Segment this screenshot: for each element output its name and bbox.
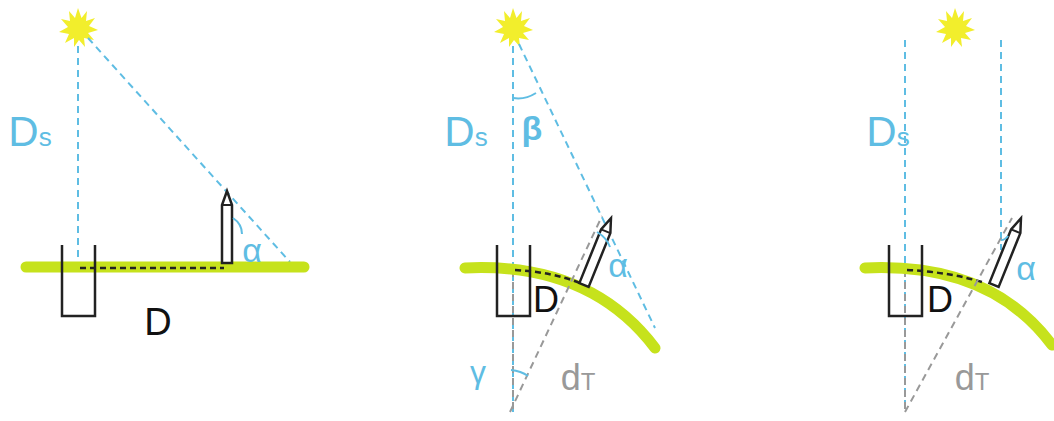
sun-icon	[494, 8, 533, 47]
distance-line	[80, 267, 224, 270]
angle-label: α	[1016, 251, 1036, 285]
angle-label: β	[522, 111, 543, 145]
sun-ray	[519, 44, 655, 328]
sun-ray	[512, 46, 514, 412]
panel-curved	[465, 8, 655, 412]
distance-label: D	[533, 282, 559, 318]
angle-arc	[513, 93, 536, 98]
radius-label: dT	[955, 360, 990, 396]
radius-line	[904, 270, 906, 412]
panel-flat	[26, 8, 304, 316]
distance-label: Ds	[866, 111, 909, 153]
sun-ray	[904, 40, 906, 412]
distance-label: Ds	[8, 111, 51, 153]
radius-line	[510, 216, 602, 412]
stick	[222, 191, 232, 263]
well	[62, 245, 95, 316]
radius-line	[905, 218, 1012, 412]
sun-icon	[936, 8, 975, 47]
distance-label: D	[144, 303, 171, 341]
distance-label: Ds	[444, 111, 487, 153]
sun-ray	[1000, 40, 1002, 250]
angle-label: α	[608, 248, 628, 282]
angle-label: α	[242, 233, 262, 267]
angle-arc	[597, 232, 610, 247]
sun-ray	[77, 46, 79, 266]
angle-arc	[511, 370, 528, 376]
sun-ray	[88, 38, 290, 262]
well	[889, 245, 922, 316]
radius-label: dT	[561, 360, 596, 396]
angle-arc	[233, 218, 242, 234]
angle-arc	[1001, 236, 1008, 240]
angle-label: γ	[470, 356, 486, 388]
distance-label: D	[927, 282, 953, 318]
ground	[26, 262, 304, 273]
radius-line	[512, 270, 514, 412]
well	[497, 245, 530, 316]
panel-parallel	[865, 8, 1052, 412]
